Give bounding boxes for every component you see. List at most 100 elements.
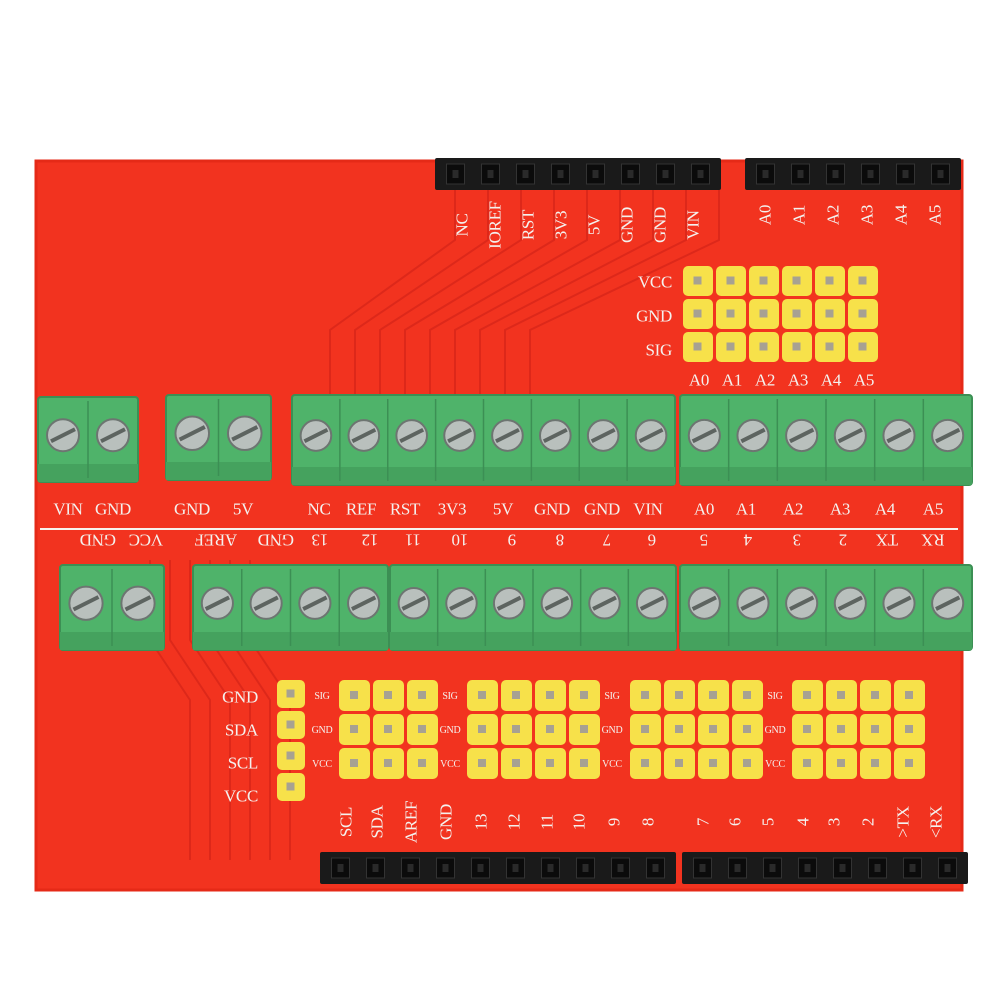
jumper-pin-tip	[512, 691, 520, 699]
digital-pins-5-2	[792, 680, 925, 779]
power-header-label: RST	[518, 209, 538, 241]
terminal-vin-gnd	[37, 396, 139, 483]
i2c-label: GND	[222, 687, 258, 707]
header-hole	[582, 864, 589, 872]
analog-header-label: A2	[823, 204, 843, 226]
header-hole	[832, 170, 839, 178]
digital-row-label: SIG	[767, 691, 783, 702]
bottom-header-label: SCL	[336, 806, 356, 838]
header-hole	[769, 864, 776, 872]
screw-slot	[231, 425, 259, 442]
screw-slot	[253, 595, 279, 611]
row1-terminal-label: A4	[874, 499, 896, 519]
digital-pins-aref	[339, 680, 438, 779]
analog-header-label: A0	[755, 204, 775, 226]
digital-row-label: GND	[311, 725, 333, 736]
power-header-label: NC	[452, 213, 472, 237]
header-hole	[477, 864, 484, 872]
screw-slot	[935, 427, 961, 444]
screw-slot	[401, 595, 427, 611]
screw-slot	[204, 595, 230, 611]
header-hole	[699, 864, 706, 872]
header-hole	[652, 864, 659, 872]
jumper-pin-tip	[641, 691, 649, 699]
row1-terminal-label: A1	[735, 499, 757, 519]
row1-terminal-label: A0	[693, 499, 715, 519]
screw-slot	[740, 427, 766, 444]
screw-slot	[592, 595, 617, 611]
bottom-header-label: 10	[569, 813, 589, 831]
row1-terminal-label: VIN	[53, 499, 83, 519]
power-header-label: GND	[617, 207, 637, 243]
jumper-pin-tip	[384, 691, 392, 699]
jumper-pin-tip	[792, 309, 801, 318]
trace	[504, 190, 687, 395]
header-body	[682, 852, 968, 884]
screw-slot	[638, 427, 664, 444]
screw-slot	[100, 427, 126, 444]
analog-header-label: A3	[857, 204, 877, 226]
row1-terminal-label: 5V	[492, 499, 514, 519]
header-hole	[797, 170, 804, 178]
trace	[354, 190, 489, 395]
screw-slot	[935, 595, 961, 611]
bottom-header-label: 9	[604, 817, 624, 827]
terminal-gnd-vcc	[59, 564, 165, 651]
jumper-pin-tip	[580, 691, 588, 699]
jumper-pin-tip	[384, 759, 392, 767]
jumper-pin-tip	[825, 342, 834, 351]
row1-terminal-label: NC	[307, 499, 331, 519]
jumper-pin-tip	[905, 725, 913, 733]
row2-terminal-label: 7	[602, 530, 612, 550]
jumper-pin-tip	[759, 276, 768, 285]
jumper-pin-tip	[693, 309, 702, 318]
jumper-pin-tip	[478, 725, 486, 733]
jumper-pin-tip	[825, 309, 834, 318]
trace	[429, 190, 588, 395]
power-header-label: 3V3	[551, 210, 571, 240]
header-body	[745, 158, 961, 190]
jumper-pin-tip	[580, 725, 588, 733]
jumper-pin-tip	[759, 309, 768, 318]
terminal-gnd-5v	[165, 394, 272, 481]
jumper-pin-tip	[726, 276, 735, 285]
trace	[169, 560, 211, 860]
i2c-label: VCC	[223, 786, 258, 806]
screw-slot	[886, 427, 912, 444]
analog-col-label: A3	[787, 370, 809, 390]
row2-terminal-label: GND	[258, 530, 294, 550]
row1-terminal-label: GND	[174, 499, 210, 519]
header-hole	[337, 864, 344, 872]
jumper-pin-tip	[641, 759, 649, 767]
analog-col-label: A1	[721, 370, 743, 390]
header-hole	[442, 864, 449, 872]
jumper-pin-tip	[837, 725, 845, 733]
terminal-power-8	[291, 394, 676, 486]
jumper-pin-tip	[350, 691, 358, 699]
row1-terminal-label: GND	[95, 499, 131, 519]
screw-slot	[837, 427, 863, 444]
jumper-pin-tip	[675, 691, 683, 699]
bottom-header-label: 3	[824, 817, 844, 827]
screw-slot	[691, 595, 717, 611]
row1-terminal-label: 3V3	[437, 499, 467, 519]
bottom-header-label: 4	[793, 817, 813, 827]
jumper-pin-tip	[580, 759, 588, 767]
row1-terminal-label: A5	[922, 499, 944, 519]
trace	[379, 190, 522, 395]
jumper-pin-tip	[709, 759, 717, 767]
jumper-pin-tip	[792, 342, 801, 351]
jumper-pin-tip	[743, 759, 751, 767]
jumper-pin-tip	[350, 725, 358, 733]
jumper-pin-tip	[803, 691, 811, 699]
jumper-pin-tip	[871, 725, 879, 733]
screw-slot	[447, 427, 472, 444]
power-header-label: 5V	[584, 214, 604, 236]
analog-row-label: SIG	[645, 340, 673, 360]
header-hole	[662, 170, 669, 178]
jumper-pin-tip	[759, 342, 768, 351]
bottom-header-label: 5	[758, 817, 778, 827]
screw-slot	[302, 595, 328, 611]
jumper-pin-tip	[858, 342, 867, 351]
jumper-pin-tip	[743, 691, 751, 699]
